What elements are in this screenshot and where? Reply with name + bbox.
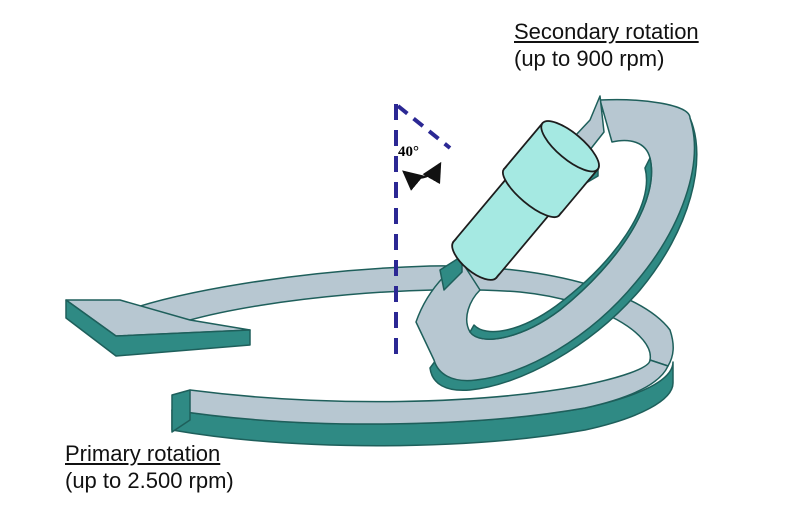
primary-rotation-arrow [65, 265, 674, 447]
primary-ring-top [171, 359, 669, 425]
secondary-rotation-title: Secondary rotation [514, 19, 699, 44]
primary-rotation-detail: (up to 2.500 rpm) [65, 468, 234, 493]
primary-rotation-title: Primary rotation [65, 441, 221, 466]
primary-rotation-label: Primary rotation (up to 2.500 rpm) [65, 440, 234, 494]
primary-tail-side [171, 389, 191, 433]
primary-arrowhead-side [65, 299, 251, 357]
primary-ring-back [111, 265, 674, 367]
secondary-ring-inner [469, 157, 653, 340]
secondary-tail-side [439, 255, 463, 291]
angle-arc [402, 161, 442, 191]
secondary-rotation-arrow [415, 95, 698, 392]
tilted-axis-line [396, 104, 452, 150]
angle-label: 40° [398, 144, 419, 160]
vial-cap-top [540, 120, 600, 173]
secondary-rotation-detail: (up to 900 rpm) [514, 46, 665, 71]
secondary-rotation-label: Secondary rotation (up to 900 rpm) [514, 18, 699, 72]
sample-vial [451, 120, 600, 281]
